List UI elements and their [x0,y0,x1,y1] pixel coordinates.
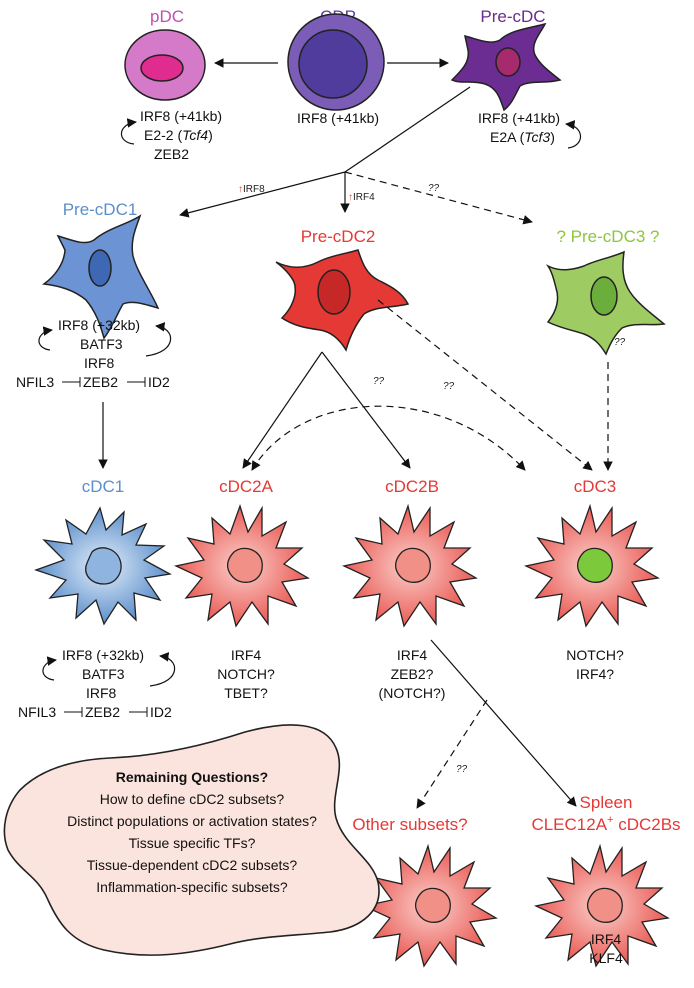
precdc1-title: Pre-cDC1 [63,200,138,219]
question-2: Distinct populations or activation state… [67,813,317,829]
unknown-label-3: ?? [443,381,455,392]
cdc1-tf-6: ID2 [150,704,172,720]
precdc1-tfs: IRF8 (+32kb) BATF3 IRF8 NFIL3 ZEB2 ID2 [16,317,172,390]
pdc-tf-3: ZEB2 [154,146,189,162]
irf4-arrow-label: ↑IRF4 [348,192,375,203]
unknown-label-5: ?? [456,764,468,775]
cdc2a-tf-1: IRF4 [231,647,262,663]
cdc2a-tfs: IRF4 NOTCH? TBET? [217,647,275,701]
question-1: How to define cDC2 subsets? [100,791,285,807]
precdc2-title: Pre-cDC2 [301,227,376,246]
cdc1-cell [34,506,172,626]
cdc2b-cell [341,503,478,628]
precdc1-tf-5: ZEB2 [83,374,118,390]
cdc2b-tfs: IRF4 ZEB2? (NOTCH?) [379,647,446,701]
cdc2b-tf-2: ZEB2? [391,666,434,682]
precdc3-title: ? Pre-cDC3 ? [557,227,660,246]
spleen-title-1: Spleen [580,793,633,812]
pdc-title: pDC [150,7,184,26]
remaining-questions-blob: Remaining Questions? How to define cDC2 … [3,724,380,956]
pdc-tfs: IRF8 (+41kb) E2-2 (Tcf4) ZEB2 [120,108,222,162]
precdc1-tf-6: ID2 [148,374,170,390]
cdc1-title: cDC1 [82,477,125,496]
irf8-arrow-label: ↑IRF8 [238,184,265,195]
cdc2a-tf-3: TBET? [224,685,268,701]
pdc-cell [124,29,206,101]
precdc-tf-2: E2A (Tcf3) [490,129,555,145]
other-subsets-title: Other subsets? [352,815,467,834]
cdp-tf-1: IRF8 (+41kb) [297,110,379,126]
spleen-tfs: IRF4 KLF4 [589,931,623,966]
pdc-tf-1: IRF8 (+41kb) [140,108,222,124]
cdc2b-tf-3: (NOTCH?) [379,685,446,701]
spleen-title-2: CLEC12A+ cDC2Bs [531,814,680,834]
cdc1-tf-1: IRF8 (+32kb) [62,647,144,663]
precdc3-cell [545,250,666,356]
unknown-label-1: ?? [428,183,440,194]
cdc3-title: cDC3 [574,477,617,496]
cdc2a-title: cDC2A [219,477,274,496]
question-4: Tissue-dependent cDC2 subsets? [87,857,298,873]
cdc3-tfs: NOTCH? IRF4? [566,647,624,682]
precdc-title: Pre-cDC [480,7,545,26]
precdc1-tf-1: IRF8 (+32kb) [58,317,140,333]
question-3: Tissue specific TFs? [129,835,256,851]
cdc2a-cell [173,503,310,628]
spleen-cell [533,843,670,968]
cdc1-tf-4: NFIL3 [18,704,56,720]
unknown-label-2: ?? [373,376,385,387]
cdc1-tf-2: BATF3 [82,666,125,682]
unknown-label-4: ?? [614,337,626,348]
cdc1-tfs: IRF8 (+32kb) BATF3 IRF8 NFIL3 ZEB2 ID2 [18,647,176,720]
precdc-cell [450,22,562,112]
cdc1-tf-5: ZEB2 [85,704,120,720]
precdc1-tf-2: BATF3 [80,336,123,352]
cdc2b-tf-1: IRF4 [397,647,428,663]
cdc2a-tf-2: NOTCH? [217,666,275,682]
questions-title: Remaining Questions? [116,769,268,785]
cdc3-cell [523,503,660,628]
precdc1-tf-4: NFIL3 [16,374,54,390]
precdc2-cell [275,249,410,352]
other-subsets-cell [361,843,498,968]
precdc-tfs: IRF8 (+41kb) E2A (Tcf3) [478,110,582,149]
cdc3-tf-1: NOTCH? [566,647,624,663]
precdc1-cell [42,214,160,340]
question-5: Inflammation-specific subsets? [96,879,288,895]
cdc2b-title: cDC2B [385,477,439,496]
cdc3-tf-2: IRF4? [576,666,614,682]
cdp-cell [287,13,385,111]
precdc1-tf-3: IRF8 [84,355,115,371]
spleen-tf-1: IRF4 [591,931,622,947]
spleen-tf-2: KLF4 [589,950,623,966]
precdc-tf-1: IRF8 (+41kb) [478,110,560,126]
cdc1-tf-3: IRF8 [86,685,117,701]
pdc-tf-2: E2-2 (Tcf4) [144,127,213,143]
